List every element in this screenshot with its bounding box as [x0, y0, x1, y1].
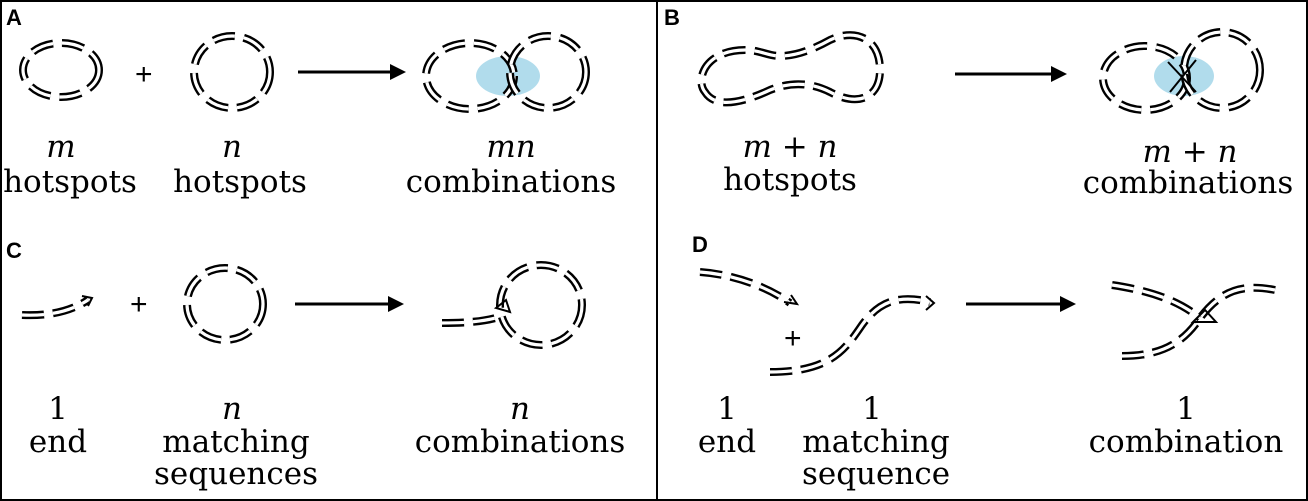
sequence-hook-d: [925, 295, 936, 311]
junction-mark-d: [1190, 308, 1219, 323]
label-c2-bottom: matching: [162, 424, 309, 460]
plus-sign-d: +: [784, 322, 802, 355]
label-c3-bottom: combinations: [415, 424, 626, 460]
label-a2-bottom: hotspots: [173, 164, 307, 200]
dna-end-d: [699, 268, 793, 307]
plus-sign-c: +: [130, 288, 148, 321]
label-a3-bottom: combinations: [406, 164, 617, 200]
label-c2-top: n: [222, 391, 242, 427]
panel-c-letter: C: [6, 238, 22, 263]
label-b2-bottom: combinations: [1083, 165, 1294, 201]
label-d1-top: 1: [717, 391, 737, 427]
panel-a-diagram: +: [19, 32, 590, 113]
label-b1-bottom: hotspots: [723, 162, 857, 198]
label-c2-extra: sequences: [154, 456, 318, 492]
label-c3-top: n: [510, 391, 530, 427]
dna-end-joined-d: [1111, 281, 1203, 322]
label-d2-bottom: matching: [802, 424, 949, 460]
label-b2-top: m + n: [1142, 134, 1237, 170]
arrow-head-a: [390, 64, 406, 80]
label-d2-extra: sequence: [802, 456, 950, 492]
label-a1-bottom: hotspots: [3, 164, 137, 200]
label-a1-top: m: [46, 129, 75, 165]
plus-sign-a: +: [135, 58, 153, 91]
arrow-head-b: [1051, 66, 1067, 82]
panel-b-diagram: [697, 28, 1264, 114]
label-a2-top: n: [222, 129, 242, 165]
arrow-head-c: [388, 296, 404, 312]
end-hook-c: [81, 295, 94, 307]
label-a3-top: mn: [486, 129, 535, 165]
panel-d-letter: D: [692, 232, 708, 257]
junction-mark-c: [493, 298, 512, 314]
panel-c-diagram: +: [21, 261, 586, 349]
label-d3-top: 1: [1176, 391, 1196, 427]
arrow-head-d: [1060, 296, 1076, 312]
label-d3-bottom: combination: [1089, 424, 1284, 460]
panel-b-letter: B: [664, 5, 680, 30]
label-b1-top: m + n: [742, 129, 837, 165]
label-d2-top: 1: [862, 391, 882, 427]
dna-dumbbell-b: [697, 31, 885, 107]
label-d1-bottom: end: [698, 424, 756, 460]
label-c1-bottom: end: [29, 424, 87, 460]
panel-d-diagram: +: [699, 268, 1276, 376]
label-c1-top: 1: [48, 391, 68, 427]
panel-a-letter: A: [6, 5, 22, 30]
end-hook-d: [783, 294, 800, 306]
